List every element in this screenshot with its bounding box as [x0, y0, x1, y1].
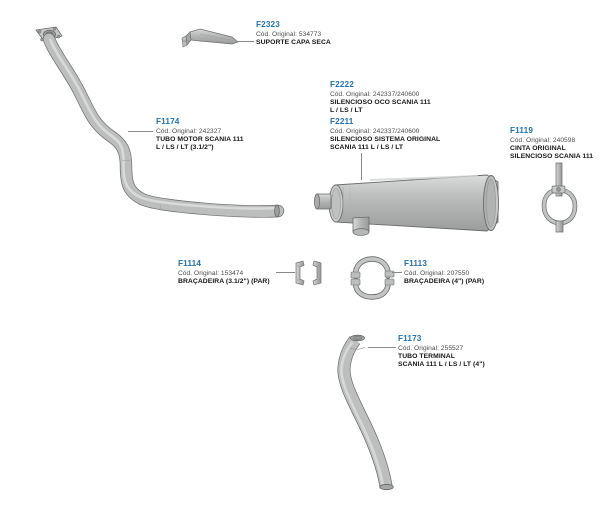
part-desc-f1114: BRAÇADEIRA (3.1/2") (PAR) — [178, 278, 270, 286]
part-desc2-f1119: SILENCIOSO SCANIA 111 — [510, 153, 594, 161]
part-original-f1114: Cód. Original: 153474 — [178, 269, 244, 277]
part-art-muffler — [314, 174, 499, 236]
part-original-f1119: Cód. Original: 240598 — [510, 136, 576, 144]
part-art-f1173 — [337, 334, 394, 491]
part-original-f2323: Cód. Original: 534773 — [256, 30, 322, 38]
part-label-f1114[interactable]: F1114 Cód. Original: 153474 BRAÇADEIRA (… — [178, 259, 270, 286]
part-desc2-f2222: L / LS / LT — [330, 107, 363, 115]
part-desc-f2323: SUPORTE CAPA SECA — [256, 39, 331, 47]
leader-line-f2222 — [361, 153, 362, 180]
part-original-f2222: Cód. Original: 242337/240600 — [330, 90, 420, 98]
part-desc-f1173: TUBO TERMINAL — [398, 353, 455, 361]
part-desc2-f1173: SCANIA 111 L / LS / LT (4") — [398, 361, 485, 369]
leader-line-f2323 — [238, 41, 254, 42]
part-art-f1114 — [295, 260, 322, 286]
part-desc-f1113: BRAÇADEIRA (4") (PAR) — [404, 278, 485, 286]
part-label-f2211[interactable]: F2211 Cód. Original: 242337/240600 SILEN… — [330, 117, 440, 153]
part-code-f2222: F2222 — [330, 80, 354, 89]
part-code-f2211: F2211 — [330, 117, 354, 126]
part-desc2-f2211: SCANIA 111 L / LS / LT — [330, 144, 404, 152]
leader-line-f1173 — [368, 347, 396, 348]
leader-line-f1114 — [276, 272, 295, 273]
part-code-f1174: F1174 — [156, 117, 180, 126]
part-desc-f2222: SILENCIOSO OCO SCANIA 111 — [330, 99, 431, 107]
part-label-f1119[interactable]: F1119 Cód. Original: 240598 CINTA ORIGIN… — [510, 126, 593, 162]
part-code-f2323: F2323 — [256, 20, 280, 29]
part-original-f1174: Cód. Original: 242327 — [156, 127, 222, 135]
part-art-f1119 — [541, 162, 578, 233]
part-label-f1113[interactable]: F1113 Cód. Original: 207550 BRAÇADEIRA (… — [404, 259, 484, 286]
part-original-f2211: Cód. Original: 242337/240600 — [330, 127, 420, 135]
part-label-f1173[interactable]: F1173 Cód. Original: 255527 TUBO TERMINA… — [398, 334, 485, 370]
part-label-f2323[interactable]: F2323 Cód. Original: 534773 SUPORTE CAPA… — [256, 20, 331, 47]
part-art-f1113 — [350, 256, 395, 300]
part-label-f1174[interactable]: F1174 Cód. Original: 242327 TUBO MOTOR S… — [156, 117, 244, 153]
part-desc2-f1174: L / LS / LT (3.1/2") — [156, 144, 214, 152]
part-code-f1113: F1113 — [404, 259, 428, 268]
leader-line-f1174 — [128, 131, 153, 132]
part-desc-f1119: CINTA ORIGINAL — [510, 145, 566, 153]
part-art-f2323 — [181, 28, 239, 48]
part-original-f1173: Cód. Original: 255527 — [398, 344, 464, 352]
leader-line-f1113 — [392, 272, 402, 273]
part-code-f1119: F1119 — [510, 126, 534, 135]
part-code-f1173: F1173 — [398, 334, 422, 343]
part-code-f1114: F1114 — [178, 259, 202, 268]
part-original-f1113: Cód. Original: 207550 — [404, 269, 470, 277]
part-desc-f1174: TUBO MOTOR SCANIA 111 — [156, 136, 244, 144]
part-desc-f2211: SILENCIOSO SISTEMA ORIGINAL — [330, 136, 441, 144]
part-label-f2222[interactable]: F2222 Cód. Original: 242337/240600 SILEN… — [330, 80, 431, 116]
